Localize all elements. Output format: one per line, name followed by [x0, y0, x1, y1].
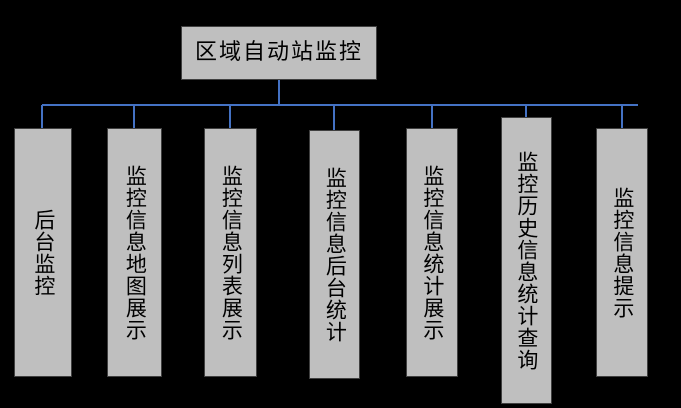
child-node-1-label: 监控信息地图展示 — [123, 164, 148, 341]
child-node-1[interactable]: 监控信息地图展示 — [107, 128, 162, 377]
child-node-5[interactable]: 监控历史信息统计查询 — [501, 117, 552, 404]
root-node-label: 区域自动站监控 — [194, 39, 363, 65]
child-node-2-label: 监控信息列表展示 — [219, 164, 244, 341]
child-node-6[interactable]: 监控信息提示 — [596, 128, 648, 377]
child-node-0[interactable]: 后台监控 — [14, 128, 72, 377]
child-node-4-label: 监控信息统计展示 — [420, 164, 445, 341]
child-node-5-label: 监控历史信息统计查询 — [514, 150, 539, 371]
child-node-4[interactable]: 监控信息统计展示 — [406, 128, 458, 377]
child-node-2[interactable]: 监控信息列表展示 — [204, 128, 257, 377]
child-node-3-label: 监控信息后台统计 — [323, 166, 348, 343]
child-node-3[interactable]: 监控信息后台统计 — [309, 130, 360, 379]
child-node-0-label: 后台监控 — [31, 208, 56, 297]
root-node[interactable]: 区域自动站监控 — [181, 26, 377, 80]
child-node-6-label: 监控信息提示 — [610, 186, 635, 319]
